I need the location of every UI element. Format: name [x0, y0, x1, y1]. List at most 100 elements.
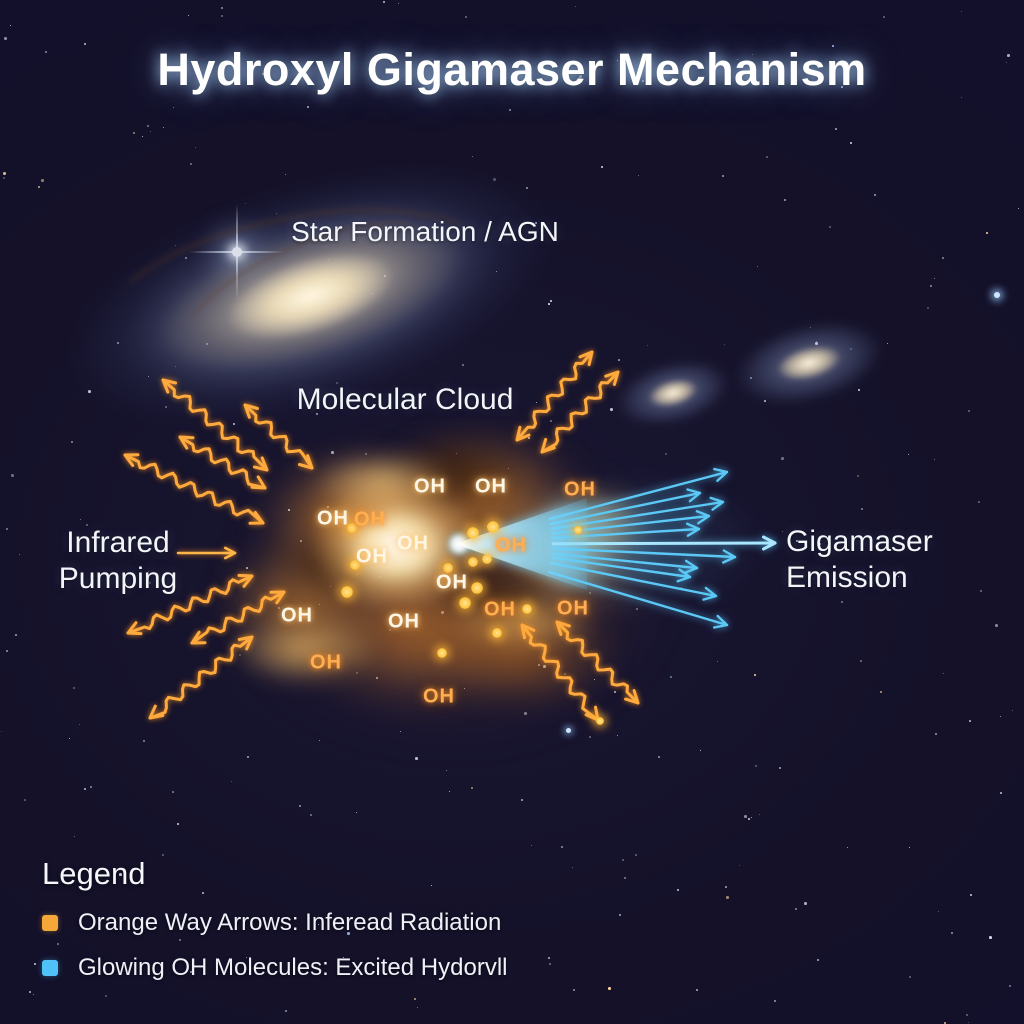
star: [310, 814, 313, 817]
oh-label: OH: [310, 651, 342, 674]
star: [934, 278, 935, 279]
star: [496, 271, 498, 273]
star: [521, 799, 523, 801]
star: [861, 508, 863, 510]
star: [725, 886, 728, 889]
star: [285, 1010, 288, 1013]
star: [1009, 985, 1011, 987]
infrared-pumping-line1: Infrared: [66, 526, 170, 559]
gigamaser-emission-line2: Emission: [786, 561, 908, 594]
oh-molecule-dot: [522, 604, 532, 614]
star: [431, 885, 432, 886]
star: [754, 674, 757, 677]
wavy-arrowhead: [178, 435, 195, 450]
star: [71, 441, 73, 443]
star: [739, 865, 740, 866]
legend-item-infrared: Orange Way Arrows: Inferead Radiation: [42, 909, 507, 937]
blue-star: [566, 728, 571, 733]
star: [970, 894, 972, 896]
star: [356, 812, 358, 814]
star: [383, 1, 386, 4]
star: [195, 147, 197, 149]
star: [472, 156, 474, 158]
star: [608, 987, 611, 990]
star: [938, 911, 940, 913]
wavy-arrowhead: [540, 438, 556, 454]
star: [1, 731, 3, 733]
star: [618, 359, 620, 361]
star: [188, 15, 190, 17]
wavy-arrowhead: [126, 621, 143, 636]
wavy-arrowhead: [237, 573, 254, 588]
star: [24, 799, 26, 801]
star: [681, 587, 683, 589]
star: [400, 731, 402, 733]
star: [177, 823, 179, 825]
star: [142, 136, 144, 138]
star: [1018, 208, 1020, 210]
star: [165, 406, 167, 408]
gigamaser-ray-arrowhead: [702, 586, 718, 601]
star: [536, 402, 537, 403]
wavy-arrowhead: [161, 378, 178, 394]
oh-molecule-dot: [487, 521, 499, 533]
oh-label: OH: [475, 475, 507, 498]
wavy-arrowhead: [298, 454, 314, 470]
star: [398, 3, 399, 4]
star: [69, 738, 71, 740]
star: [149, 582, 152, 585]
wavy-arrowhead: [555, 620, 571, 636]
wavy-arrowhead: [190, 630, 207, 645]
pointer-arrowhead: [223, 546, 237, 560]
oh-molecule-dot: [492, 628, 502, 638]
star: [246, 957, 248, 959]
star: [584, 481, 586, 483]
star: [148, 571, 150, 573]
gigamaser-ray-arrowhead: [683, 559, 699, 574]
star: [724, 344, 726, 346]
star: [90, 786, 92, 788]
star: [943, 673, 944, 674]
star: [968, 1022, 970, 1024]
star: [233, 423, 235, 425]
oh-label: OH: [354, 508, 386, 531]
star: [173, 107, 175, 109]
star: [880, 691, 883, 694]
star: [986, 232, 989, 235]
oh-molecule-dot: [443, 563, 453, 573]
star: [961, 97, 962, 98]
star: [33, 994, 35, 996]
star: [622, 859, 624, 861]
star: [898, 576, 900, 578]
star: [927, 307, 929, 309]
star: [647, 345, 649, 347]
star: [744, 815, 747, 818]
star: [74, 836, 76, 838]
star: [601, 166, 604, 169]
star: [944, 1022, 946, 1024]
star: [989, 936, 992, 939]
star: [465, 16, 467, 18]
star: [73, 687, 76, 690]
oh-label: OH: [281, 604, 313, 627]
star: [526, 187, 529, 190]
wavy-arrowhead: [248, 511, 265, 525]
star: [781, 457, 784, 460]
star: [531, 845, 532, 846]
star: [190, 163, 193, 166]
star: [589, 736, 592, 739]
oh-molecule-dot: [350, 560, 360, 570]
star: [163, 127, 164, 128]
star: [6, 528, 8, 530]
star: [417, 1007, 419, 1009]
star: [19, 554, 21, 556]
star: [285, 174, 286, 175]
star: [3, 177, 5, 179]
infrared-wavy-arrow: [123, 453, 265, 525]
star: [619, 914, 621, 916]
gigamaser-ray-arrowhead: [713, 467, 729, 482]
star: [966, 1014, 968, 1016]
wavy-arrowhead: [624, 689, 640, 705]
star: [759, 814, 760, 815]
